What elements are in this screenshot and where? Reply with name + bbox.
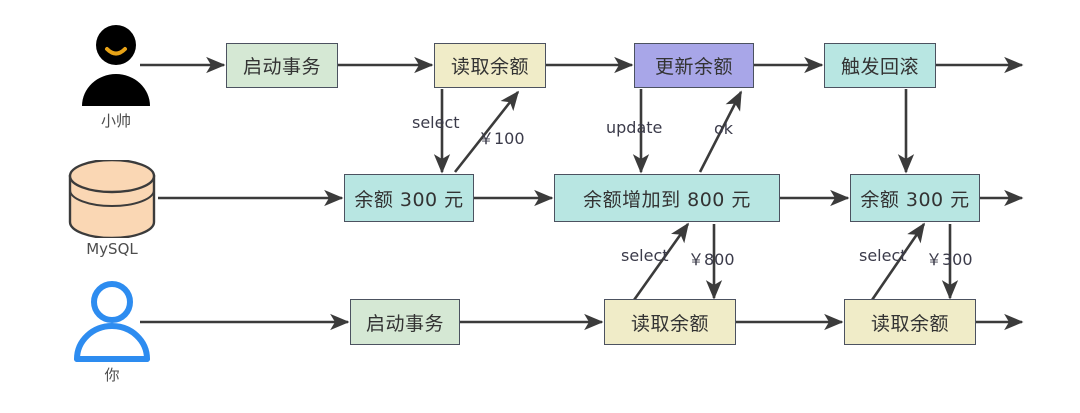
actor-label-you: 你: [104, 366, 120, 384]
node-trigger-rollback[interactable]: 触发回滚: [824, 43, 936, 88]
edge-label-yen-800: ￥800: [688, 250, 735, 269]
node-read-balance-bottom-1[interactable]: 读取余额: [604, 299, 736, 345]
node-read-balance-bottom-2[interactable]: 读取余额: [844, 299, 976, 345]
edge-label-select-3: select: [859, 246, 907, 265]
node-update-balance[interactable]: 更新余额: [634, 43, 754, 88]
edge-label-yen-100: ￥100: [478, 129, 525, 148]
node-balance-300-second[interactable]: 余额 300 元: [850, 174, 980, 222]
node-balance-300-first[interactable]: 余额 300 元: [344, 174, 474, 222]
person-filled-icon: [76, 22, 156, 106]
edge-label-yen-300: ￥300: [926, 250, 973, 269]
actor-label-xiaoshuai: 小帅: [100, 112, 131, 130]
node-start-transaction-top[interactable]: 启动事务: [226, 43, 338, 88]
person-outline-icon: [66, 280, 158, 362]
node-start-transaction-bottom[interactable]: 启动事务: [350, 299, 460, 345]
actor-label-mysql: MySQL: [86, 240, 138, 258]
edge-label-select-1: select: [412, 113, 460, 132]
database-cylinder-icon: [62, 158, 162, 240]
node-balance-increase-800[interactable]: 余额增加到 800 元: [554, 174, 780, 222]
edge-label-select-2: select: [621, 246, 669, 265]
edge-label-update: update: [606, 118, 663, 137]
node-read-balance-top[interactable]: 读取余额: [434, 43, 546, 88]
edge-label-ok: ok: [714, 119, 734, 138]
